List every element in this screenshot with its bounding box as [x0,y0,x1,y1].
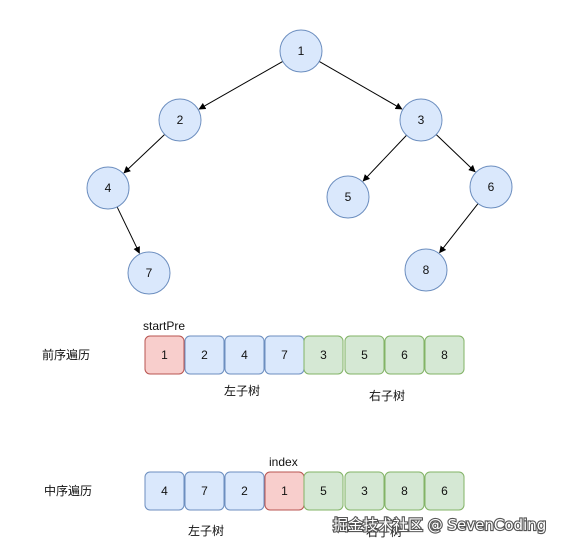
preorder-cell-0: 1 [144,335,185,375]
tree-node-4: 4 [86,166,130,210]
edge-n1-n3 [318,61,403,110]
tree-node-label: 1 [298,44,305,58]
inorder-cell-1: 7 [184,471,225,511]
preorder-cell-value: 8 [441,348,448,362]
tree-node-8: 8 [404,248,448,292]
preorder-row-label: 前序遍历 [42,347,90,362]
tree-node-label: 4 [105,181,112,195]
inorder-pointer-label: index [269,455,298,469]
inorder-cell-value: 3 [361,484,368,498]
watermark: 掘金技术社区 @ SevenCoding [333,516,546,534]
preorder-cell-box [344,335,385,375]
preorder-cell-box [144,335,185,375]
inorder-cell-value: 7 [201,484,208,498]
preorder-cell-value: 4 [241,348,248,362]
preorder-cell-value: 6 [401,348,408,362]
preorder-cell-5: 5 [344,335,385,375]
preorder-cell-2: 4 [224,335,265,375]
inorder-cell-2: 2 [224,471,265,511]
preorder-cell-box [424,335,465,375]
tree-node-2: 2 [158,98,202,142]
preorder-cell-value: 7 [281,348,288,362]
inorder-cell-value: 4 [161,484,168,498]
inorder-cell-box [224,471,265,511]
tree-node-7: 7 [127,251,171,295]
preorder-pointer-label: startPre [143,319,185,333]
tree-node-6: 6 [469,165,513,209]
inorder-cell-value: 1 [281,484,288,498]
tree-node-label: 6 [488,180,495,194]
preorder-cell-7: 8 [424,335,465,375]
tree-node-circle [279,29,323,73]
inorder-cell-3: 1 [264,471,305,511]
inorder-cell-box [344,471,385,511]
preorder-cell-value: 3 [320,348,327,362]
inorder-cell-value: 8 [401,484,408,498]
inorder-cell-value: 5 [320,484,327,498]
preorder-left-subtree-label: 左子树 [224,383,260,398]
preorder-cell-1: 2 [184,335,225,375]
inorder-cell-0: 4 [144,471,185,511]
edge-n4-n7 [116,206,140,254]
tree-node-label: 7 [146,266,153,280]
inorder-cell-6: 8 [384,471,425,511]
tree-nodes: 1 2 3 4 5 6 7 8 [86,29,513,295]
tree-edges [116,60,479,254]
tree-node-label: 8 [423,263,430,277]
preorder-cell-4: 3 [303,335,344,375]
inorder-cell-box [424,471,465,511]
inorder-array: 4 7 2 1 5 3 8 6 [144,471,465,511]
tree-node-label: 2 [177,113,184,127]
inorder-cell-7: 6 [424,471,465,511]
tree-node-circle [404,248,448,292]
edge-n6-n8 [439,203,479,254]
inorder-cell-box [303,471,344,511]
tree-node-3: 3 [399,98,443,142]
inorder-cell-box [144,471,185,511]
preorder-cell-value: 5 [361,348,368,362]
tree-node-label: 5 [345,190,352,204]
edge-n3-n5 [362,134,407,182]
tree-node-circle [127,251,171,295]
preorder-cell-box [224,335,265,375]
preorder-cell-value: 1 [161,348,168,362]
edge-n1-n2 [198,60,284,110]
tree-node-1: 1 [279,29,323,73]
inorder-cell-value: 2 [241,484,248,498]
preorder-cell-box [384,335,425,375]
inorder-row-label: 中序遍历 [44,483,92,498]
tree-node-circle [399,98,443,142]
preorder-right-subtree-label: 右子树 [369,388,405,403]
inorder-right-subtree-label: 右子树 [366,524,402,539]
tree-node-circle [86,166,130,210]
inorder-cell-box [184,471,225,511]
tree-node-5: 5 [326,175,370,219]
tree-node-circle [326,175,370,219]
edge-n2-n4 [123,134,166,174]
inorder-cell-5: 3 [344,471,385,511]
preorder-cell-3: 7 [264,335,305,375]
preorder-cell-box [303,335,344,375]
inorder-cell-box [384,471,425,511]
edge-n3-n6 [435,134,476,173]
inorder-cell-value: 6 [441,484,448,498]
preorder-cell-value: 2 [201,348,208,362]
tree-node-label: 3 [418,113,425,127]
preorder-array: 1 2 4 7 3 5 6 8 [144,335,465,375]
preorder-cell-6: 6 [384,335,425,375]
inorder-cell-4: 5 [303,471,344,511]
tree-node-circle [158,98,202,142]
tree-node-circle [469,165,513,209]
inorder-left-subtree-label: 左子树 [188,523,224,538]
preorder-cell-box [184,335,225,375]
